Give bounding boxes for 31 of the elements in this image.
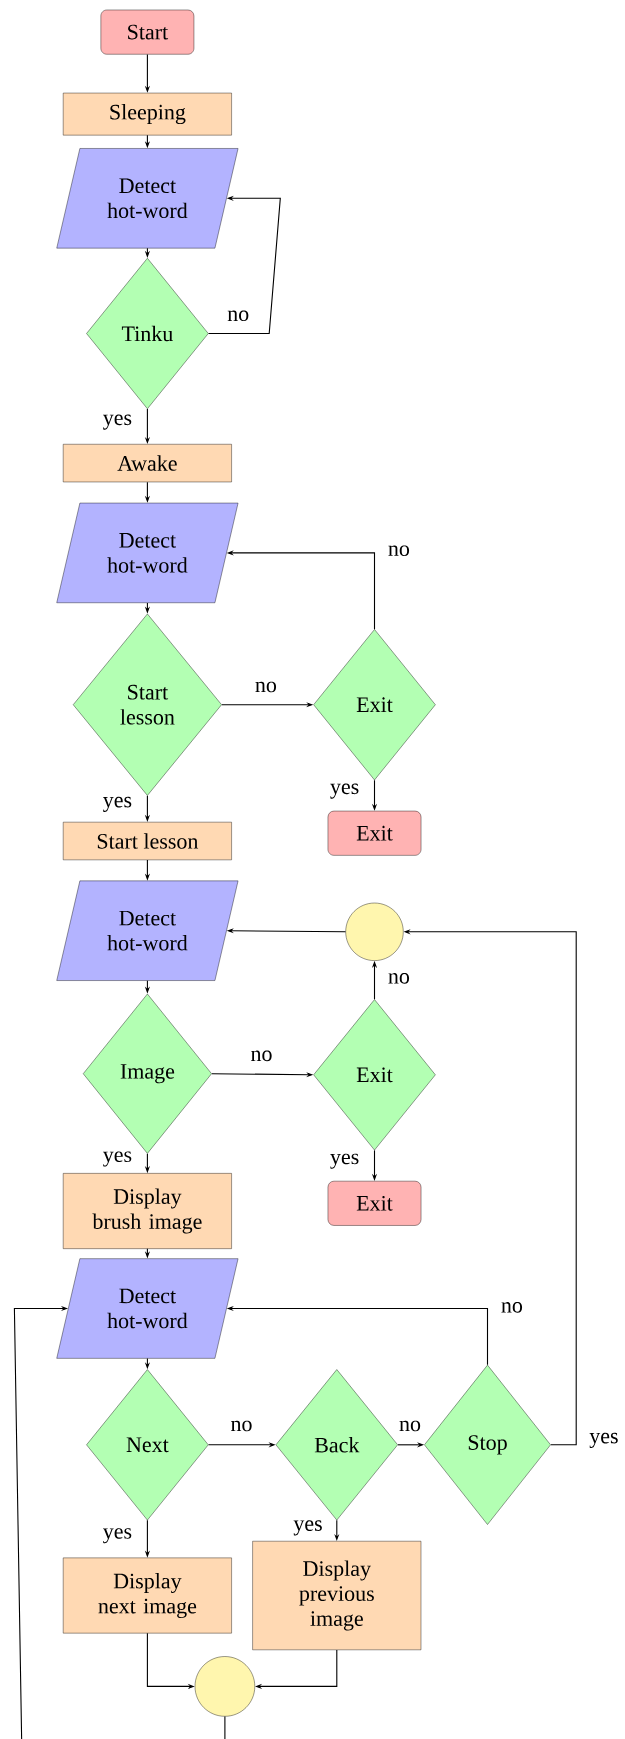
process-box: Display brush image xyxy=(63,1173,232,1249)
edge-label: yes xyxy=(101,413,134,431)
connector-circle xyxy=(345,902,404,961)
edge-label: no xyxy=(499,1301,524,1314)
input-parallelogram: Detect hot-word xyxy=(56,1258,239,1359)
process-box: Display previous image xyxy=(252,1541,422,1650)
terminal-box: Exit xyxy=(327,810,422,856)
arrow xyxy=(13,1305,226,1739)
process-box: Start lesson xyxy=(63,821,232,861)
process-box: Awake xyxy=(63,444,232,483)
connector-circle xyxy=(194,1656,255,1717)
edge-label: yes xyxy=(328,782,361,800)
process-box: Display next image xyxy=(63,1557,232,1634)
terminal-box: Start xyxy=(100,9,195,55)
terminal-box: Exit xyxy=(327,1180,422,1226)
process-box: Sleeping xyxy=(63,92,232,136)
edge-label: yes xyxy=(292,1519,324,1537)
edge-label: yes xyxy=(588,1431,620,1449)
edge-label: yes xyxy=(101,1527,134,1545)
edge-label: no xyxy=(229,1419,254,1433)
input-parallelogram: Detect hot-word xyxy=(56,148,239,249)
input-parallelogram: Detect hot-word xyxy=(56,880,239,981)
edge-label: no xyxy=(226,309,251,323)
edge-label: no xyxy=(386,972,411,985)
edge-label: yes xyxy=(328,1152,361,1170)
edge-label: no xyxy=(398,1419,422,1433)
edge-label: yes xyxy=(101,795,134,813)
edge-label: no xyxy=(386,544,411,557)
edge-label: no xyxy=(249,1049,274,1063)
input-parallelogram: Detect hot-word xyxy=(56,502,239,603)
edge-label: no xyxy=(253,680,278,694)
